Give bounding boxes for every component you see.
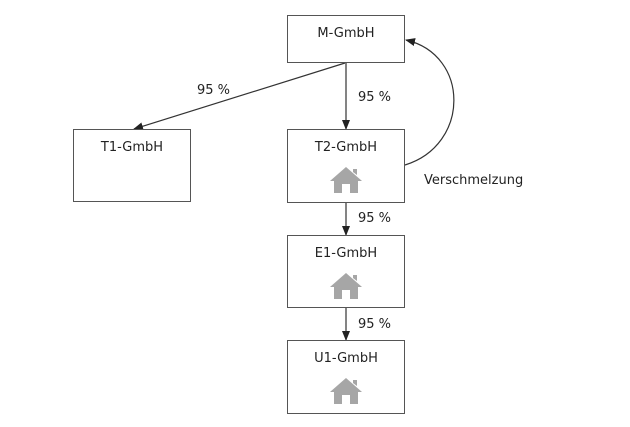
- house-icon: [330, 378, 362, 404]
- edge-label-t2-e1: 95 %: [358, 211, 392, 226]
- node-t2-gmbh: T2-GmbH: [287, 129, 405, 203]
- node-m-gmbh: M-GmbH: [287, 15, 405, 63]
- house-icon: [330, 167, 362, 193]
- edge-label-merger: Verschmelzung: [424, 173, 524, 188]
- node-u1-gmbh: U1-GmbH: [287, 340, 405, 414]
- node-t1-gmbh: T1-GmbH: [73, 129, 191, 202]
- node-label: U1-GmbH: [314, 351, 378, 366]
- edge-label-m-t1: 95 %: [197, 83, 231, 98]
- house-icon: [330, 273, 362, 299]
- node-label: M-GmbH: [317, 26, 375, 41]
- edge-label-m-t2: 95 %: [358, 90, 392, 105]
- edge-label-e1-u1: 95 %: [358, 317, 392, 332]
- node-label: T2-GmbH: [314, 140, 378, 155]
- node-label: T1-GmbH: [100, 140, 164, 155]
- edge-t2-m-merger: [404, 38, 455, 166]
- node-e1-gmbh: E1-GmbH: [287, 235, 405, 308]
- node-label: E1-GmbH: [314, 246, 378, 261]
- edge-m-t1: [133, 62, 346, 131]
